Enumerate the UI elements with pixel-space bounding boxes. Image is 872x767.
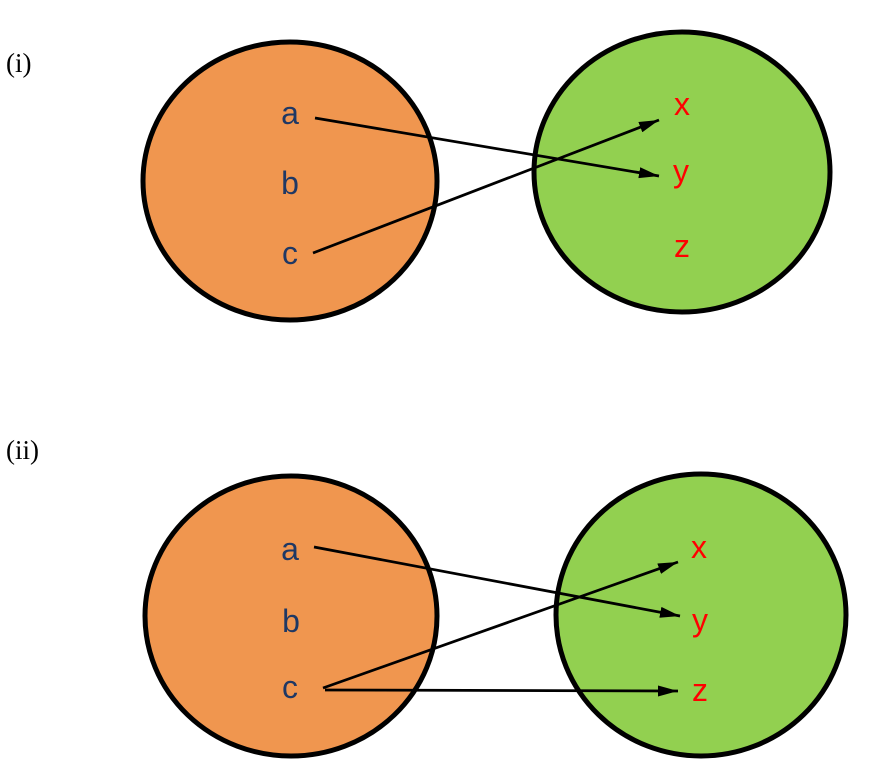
codomain-set-circle-ii	[553, 471, 849, 759]
domain-element-b-ii: b	[282, 603, 300, 639]
codomain-element-z-i: z	[674, 228, 690, 264]
arrow-c-to-z-ii	[324, 685, 679, 697]
arrow-c-to-x-i	[312, 118, 660, 255]
domain-element-b-i: b	[281, 165, 299, 201]
domain-element-c-ii: c	[282, 669, 298, 705]
domain-element-a-i: a	[281, 95, 299, 131]
domain-element-c-i: c	[282, 235, 298, 271]
codomain-element-y-i: y	[673, 153, 689, 189]
diagram-ii: (ii) abc x yz	[6, 435, 849, 759]
domain-set-circle-ii	[142, 473, 440, 759]
codomain-element-x-ii: x	[691, 529, 707, 565]
codomain-set-circle-i	[531, 29, 833, 315]
diagram-index-label-ii: (ii)	[6, 435, 39, 465]
codomain-element-z-ii: z	[692, 672, 708, 708]
diagram-i: (i) abc xy z	[6, 29, 833, 323]
arrow-c-to-x-ii	[322, 560, 679, 690]
arrow-a-to-y-ii	[313, 545, 681, 618]
codomain-element-x-i: x	[674, 86, 690, 122]
domain-element-a-ii: a	[281, 531, 299, 567]
arrow-a-to-y-i	[314, 116, 660, 179]
domain-set-circle-i	[140, 39, 440, 323]
codomain-element-y-ii: y	[692, 602, 708, 638]
diagram-index-label-i: (i)	[6, 48, 31, 78]
